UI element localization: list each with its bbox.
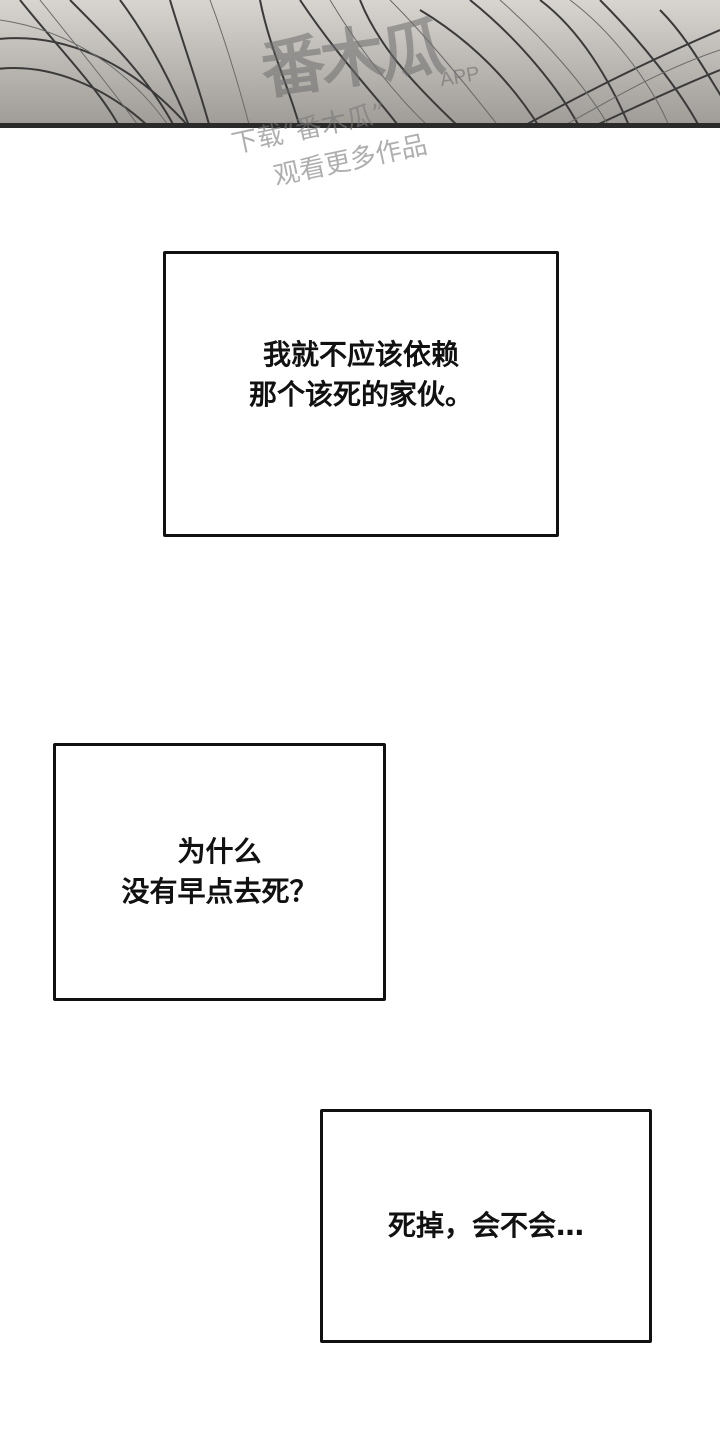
caption-line: 没有早点去死？ <box>121 875 318 908</box>
caption-text-3: 死掉，会不会… <box>388 1206 584 1246</box>
caption-line: 死掉，会不会… <box>387 1209 584 1242</box>
caption-line: 我就不应该依赖 <box>262 338 459 371</box>
caption-line: 为什么 <box>177 835 262 868</box>
caption-box-3: 死掉，会不会… <box>320 1109 652 1343</box>
caption-box-2: 为什么 没有早点去死？ <box>53 743 386 1001</box>
panel-bottom-border <box>0 123 720 128</box>
top-art-panel <box>0 0 720 128</box>
hair-illustration <box>0 0 720 128</box>
caption-text-2: 为什么 没有早点去死？ <box>121 832 317 912</box>
caption-line: 那个该死的家伙。 <box>248 378 473 411</box>
caption-text-1: 我就不应该依赖 那个该死的家伙。 <box>249 335 473 415</box>
watermark-more-works-text: 观看更多作品 <box>271 130 430 192</box>
caption-box-1: 我就不应该依赖 那个该死的家伙。 <box>163 251 559 537</box>
